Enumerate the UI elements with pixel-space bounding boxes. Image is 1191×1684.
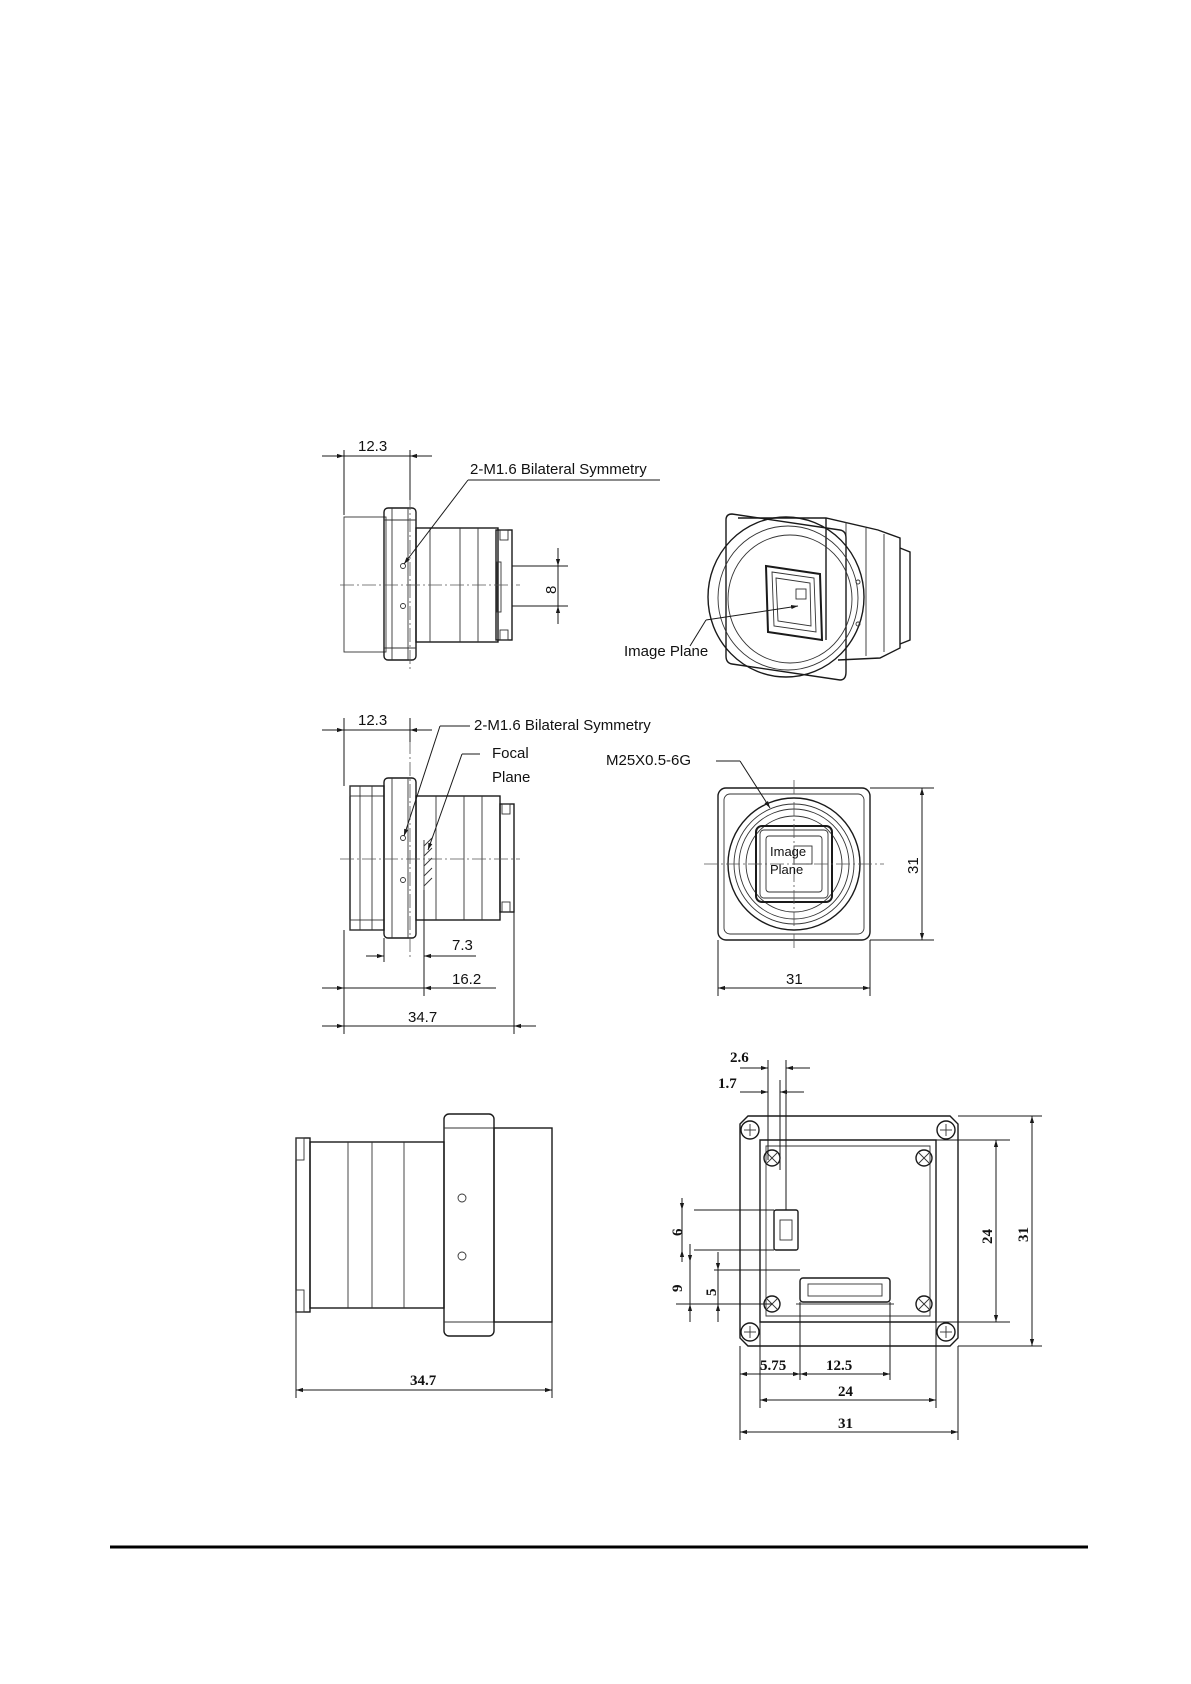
rear-view: 2.6 1.7 6 9 5 24 31	[670, 1050, 1042, 1440]
sensor-label-line1: Image	[770, 844, 806, 859]
dim-label: 31	[838, 1416, 853, 1432]
dim-label: 24	[980, 1229, 996, 1245]
dim-label: 5.75	[760, 1358, 786, 1374]
dim-label: 34.7	[408, 1009, 437, 1026]
dim-label: 31	[1016, 1227, 1032, 1242]
dim-label: 24	[838, 1384, 854, 1400]
front-view: Image Plane M25X0.5-6G 31 31	[606, 752, 934, 996]
focal-label-line2: Plane	[492, 769, 530, 786]
dim-label: 31	[786, 971, 803, 988]
top-side-view: 12.3 2-M1.6 Bilateral Symmetry 8	[322, 438, 660, 670]
dim-label: 6	[670, 1228, 686, 1236]
callout-text: M25X0.5-6G	[606, 752, 691, 769]
dim-label: 9	[670, 1285, 686, 1293]
callout-text: Image Plane	[624, 643, 708, 660]
focal-label-line1: Focal	[492, 745, 529, 762]
dim-label: 12.3	[358, 438, 387, 455]
side-focal-view: 12.3 2-M1.6 Bilateral Symmetry Focal Pla…	[322, 712, 651, 1034]
dim-label: 8	[543, 586, 560, 594]
dim-label: 12.3	[358, 712, 387, 729]
dim-label: 12.5	[826, 1358, 852, 1374]
dim-label: 34.7	[410, 1373, 437, 1389]
callout-text: 2-M1.6 Bilateral Symmetry	[474, 717, 651, 734]
sensor-label-line2: Plane	[770, 862, 803, 877]
dim-label: 2.6	[730, 1050, 749, 1066]
screw-icon	[937, 1121, 955, 1139]
dim-label: 16.2	[452, 971, 481, 988]
dim-label: 5	[704, 1289, 720, 1297]
screw-icon	[741, 1323, 759, 1341]
dim-label: 7.3	[452, 937, 473, 954]
screw-icon	[741, 1121, 759, 1139]
isometric-view: Image Plane	[624, 514, 910, 680]
bottom-side-view: 34.7	[296, 1114, 552, 1398]
callout-text: 2-M1.6 Bilateral Symmetry	[470, 461, 647, 478]
dim-label: 1.7	[718, 1076, 737, 1092]
dim-label: 31	[905, 857, 922, 874]
screw-icon	[937, 1323, 955, 1341]
